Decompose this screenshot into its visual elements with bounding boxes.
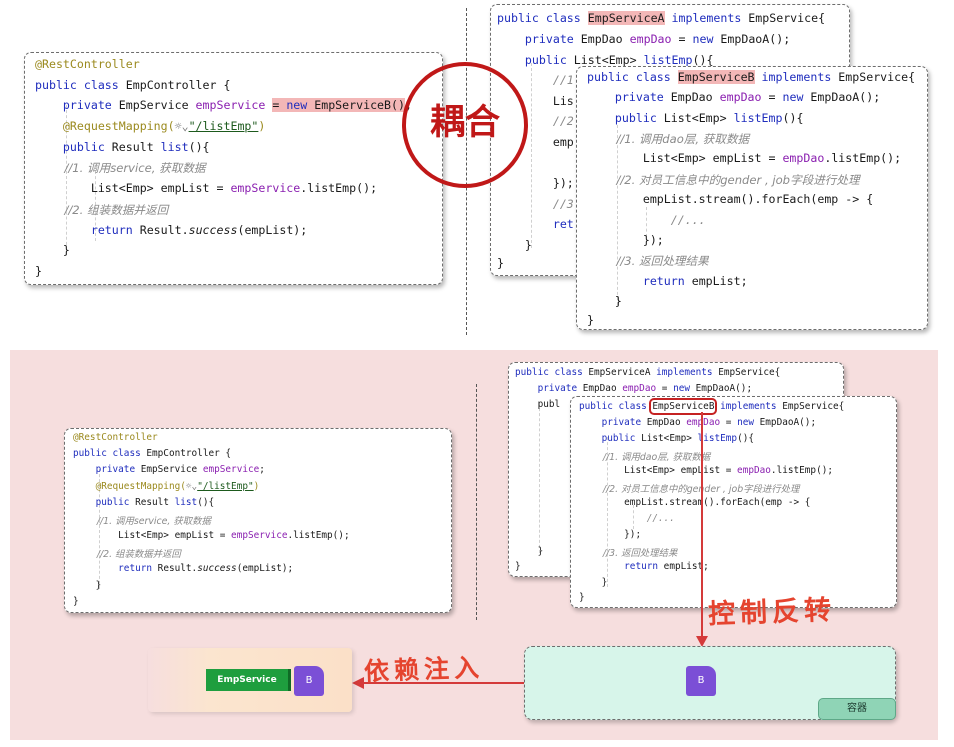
indent-guide	[633, 505, 634, 529]
code-line: public Result list(){	[95, 497, 215, 508]
code-comment: //1. 调用dao层, 获取数据	[579, 452, 711, 463]
code-line: empList.stream().forEach(emp -> {	[579, 497, 811, 508]
code-comment: //1. 调用dao层, 获取数据	[587, 132, 750, 146]
code-comment: //2. 组装数据并返回	[35, 203, 169, 217]
code-line: public List<Emp> listEmp(){	[524, 53, 714, 67]
indent-guide	[617, 125, 618, 305]
bean-b-in-container: B	[686, 666, 716, 696]
indent-guide	[531, 63, 532, 248]
code-line: public class EmpServiceB implements EmpS…	[579, 398, 845, 415]
code-line: private EmpDao empDao = new EmpDaoA();	[524, 32, 791, 46]
code-line: @RequestMapping(☼⌄"/listEmp")	[62, 119, 266, 133]
code-line: return Result.success(empList);	[118, 563, 294, 574]
code-line: public List<Emp> listEmp(){	[601, 433, 754, 444]
code-line: @RestController	[35, 57, 140, 71]
code-line: ret	[497, 217, 574, 231]
di-arrow-head	[352, 677, 364, 689]
code-line: List<Emp> empList = empDao.listEmp();	[579, 465, 834, 476]
code-line: });	[587, 233, 664, 247]
code-line-injected-field: private EmpService empService;	[95, 464, 265, 475]
coupling-label: 耦合	[429, 103, 500, 143]
code-line: List<Emp> empList = empService.listEmp()…	[73, 530, 350, 541]
code-line: });	[579, 529, 642, 540]
ioc-label: 控制反转	[707, 594, 837, 631]
code-line: public Result list(){	[62, 140, 210, 154]
code-line: public class EmpController {	[73, 448, 232, 459]
code-line: }	[515, 546, 544, 557]
code-comment: //...	[579, 513, 675, 524]
code-line: }	[35, 264, 42, 278]
code-line: private EmpDao empDao = new EmpDaoA();	[614, 90, 881, 104]
code-line: //1	[497, 73, 574, 87]
code-line: @RestController	[73, 432, 158, 443]
bottom-controller-card: @RestController public class EmpControll…	[64, 428, 452, 613]
code-line: }	[73, 580, 102, 591]
code-line: }	[497, 256, 504, 270]
code-comment: //3. 返回处理结果	[579, 548, 678, 559]
indent-guide	[539, 403, 540, 553]
code-comment: //1. 调用service, 获取数据	[73, 516, 211, 527]
code-line: }	[35, 243, 70, 257]
code-line: emp	[497, 135, 574, 149]
code-line: }	[579, 592, 585, 603]
code-line: public class EmpController {	[35, 78, 231, 92]
code-line: }	[497, 238, 532, 252]
bottom-service-b-card: public class EmpServiceB implements EmpS…	[570, 396, 897, 608]
code-line: public class EmpServiceB implements EmpS…	[587, 70, 916, 84]
bottom-divider	[476, 384, 477, 620]
indent-guide	[95, 171, 96, 241]
coupling-circle	[402, 62, 528, 188]
code-comment: //...	[587, 213, 706, 227]
indent-guide	[607, 437, 608, 587]
empservice-tag-label: EmpService	[217, 675, 277, 685]
indent-guide	[66, 105, 67, 255]
code-comment: //1. 调用service, 获取数据	[35, 161, 206, 175]
code-line: Lis	[497, 94, 574, 108]
indent-guide	[99, 469, 100, 589]
code-line: List<Emp> empList = empService.listEmp()…	[35, 181, 378, 195]
code-line: }	[587, 294, 622, 308]
code-line: private EmpDao empDao = new EmpDaoA();	[601, 417, 817, 428]
bean-b-container-label: B	[697, 675, 705, 686]
code-line: private EmpDao empDao = new EmpDaoA();	[537, 383, 753, 394]
code-line: public class EmpServiceA implements EmpS…	[497, 11, 826, 25]
code-line: }	[73, 596, 79, 607]
container-label: 容器	[847, 703, 867, 714]
code-line: }	[587, 313, 594, 327]
code-comment: //2. 组装数据并返回	[73, 549, 181, 560]
code-line: return Result.success(empList);	[90, 223, 308, 237]
di-label: 依赖注入	[363, 652, 485, 687]
code-line: });	[497, 176, 574, 190]
code-line: public class EmpServiceA implements EmpS…	[515, 367, 781, 378]
container-tab: 容器	[818, 698, 896, 720]
top-service-b-card: public class EmpServiceB implements EmpS…	[576, 66, 928, 330]
bean-b-injected-label: B	[305, 675, 313, 686]
bean-b-injected: B	[294, 666, 324, 696]
empservice-tag: EmpService	[206, 669, 291, 691]
code-comment: //2. 对员工信息中的gender , job字段进行处理	[587, 173, 860, 187]
code-line: public List<Emp> listEmp(){	[614, 111, 804, 125]
code-line: //3	[497, 197, 574, 211]
code-line: }	[579, 577, 608, 588]
code-line: }	[515, 561, 521, 572]
code-line: List<Emp> empList = empDao.listEmp();	[587, 151, 902, 165]
empservice-b-box: EmpServiceB	[649, 398, 718, 415]
code-comment: //3. 返回处理结果	[587, 254, 709, 268]
code-line: return empList;	[624, 561, 709, 572]
code-comment: //2. 对员工信息中的gender , job字段进行处理	[579, 484, 800, 495]
coupling-highlight: = new EmpServiceB()	[272, 98, 405, 112]
code-line: empList.stream().forEach(emp -> {	[587, 192, 874, 206]
code-line: @RequestMapping(☼⌄"/listEmp")	[95, 481, 260, 492]
ioc-arrow-head	[696, 636, 708, 647]
indent-guide	[646, 207, 647, 237]
code-line: //2	[497, 114, 574, 128]
code-line: publ	[515, 399, 561, 410]
code-line: return empList;	[642, 274, 748, 288]
